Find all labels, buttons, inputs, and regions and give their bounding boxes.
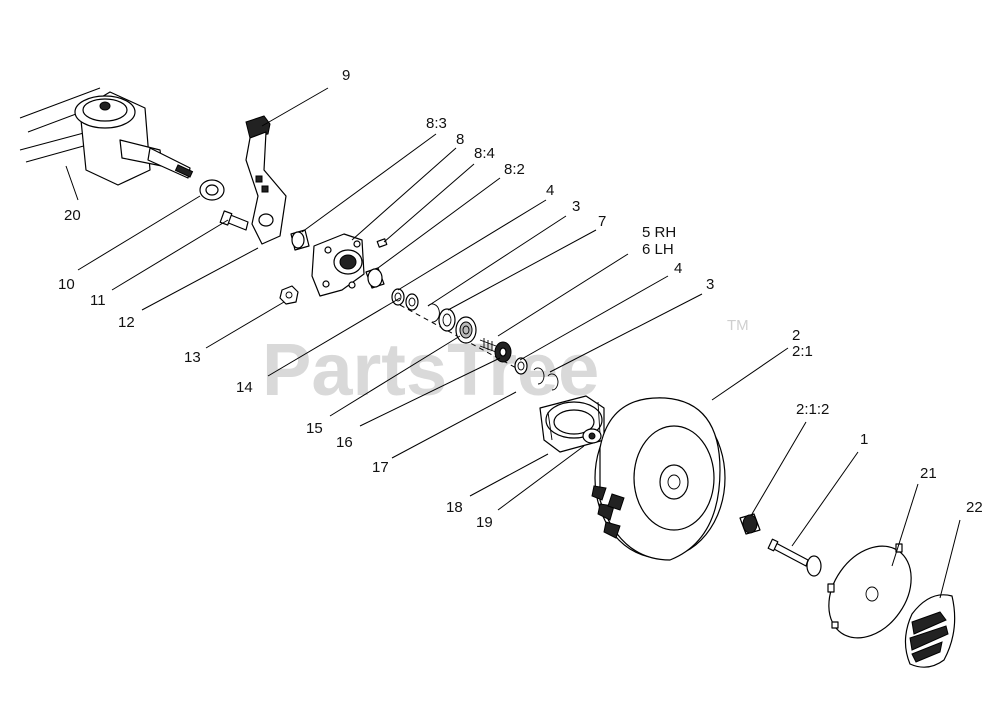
callout-20: 20 (64, 207, 81, 224)
callout-14: 14 (236, 379, 253, 396)
part-4-washer-lower (514, 357, 528, 375)
callout-3-lower: 3 (706, 276, 714, 293)
part-2-1-2-bushing (739, 513, 761, 535)
callout-8-4: 8:4 (474, 145, 495, 162)
part-13-nut (279, 285, 299, 305)
part-18-ring-gear (539, 395, 605, 453)
part-8-2-bushing (365, 267, 385, 289)
part-3-ring-upper (427, 303, 440, 323)
callout-4-lower: 4 (674, 260, 682, 277)
callout-9: 9 (342, 67, 350, 84)
part-4-washer-upper (391, 288, 405, 306)
callout-22: 22 (966, 499, 983, 516)
part-10-washer (199, 179, 225, 201)
callout-11: 11 (90, 292, 106, 309)
leader-lines (65, 87, 961, 599)
callout-12: 12 (118, 314, 135, 331)
part-8-4-fitting (376, 238, 388, 248)
callout-3-upper: 3 (572, 198, 580, 215)
watermark-text: PartsTree (262, 328, 599, 411)
part-21-hubcap-plate (827, 543, 912, 639)
callout-17: 17 (372, 459, 389, 476)
part-4-washer-second (405, 293, 419, 311)
part-7-bearing (438, 308, 456, 332)
part-2-wheel (591, 397, 726, 561)
callout-8-3: 8:3 (426, 115, 447, 132)
callout-19: 19 (476, 514, 493, 531)
callout-4-upper: 4 (546, 182, 554, 199)
callout-labels: 9 8:3 8 8:4 8:2 4 3 7 5 RH 6 LH 4 3 2 2:… (58, 67, 983, 531)
axle-centerline (399, 304, 521, 371)
callout-2-1: 2:1 (792, 343, 813, 360)
callout-2-1-2: 2:1:2 (796, 401, 829, 418)
callout-15: 15 (306, 420, 323, 437)
callout-2: 2 (792, 327, 800, 344)
part-8-3-spacer (290, 229, 310, 251)
callout-8-2: 8:2 (504, 161, 525, 178)
callout-7: 7 (598, 213, 606, 230)
callout-13: 13 (184, 349, 201, 366)
callout-16: 16 (336, 434, 353, 451)
callout-6-lh: 6 LH (642, 241, 674, 258)
callout-21: 21 (920, 465, 937, 482)
part-1-axle-bolt (767, 538, 822, 577)
callout-8: 8 (456, 131, 464, 148)
part-16-pinion (479, 338, 512, 363)
callout-10: 10 (58, 276, 75, 293)
part-22-hubcap (904, 594, 956, 668)
part-3-ring-lower (533, 367, 559, 391)
part-8-bracket (311, 233, 365, 297)
part-9-height-lever (245, 115, 287, 245)
watermark-trademark: TM (727, 317, 749, 334)
part-15-bearing (455, 316, 477, 344)
part-20-transmission (19, 87, 194, 186)
part-11-bolt (219, 210, 249, 231)
callout-5-rh: 5 RH (642, 224, 676, 241)
callout-18: 18 (446, 499, 463, 516)
callout-1: 1 (860, 431, 868, 448)
